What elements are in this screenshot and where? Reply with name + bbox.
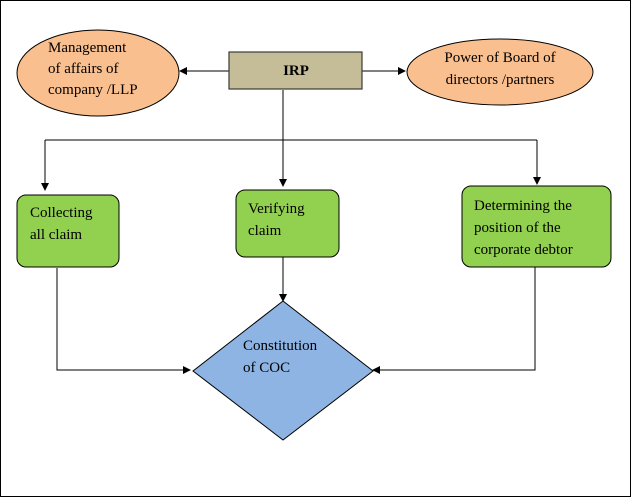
determining-label-line-3: corporate debtor xyxy=(474,242,573,258)
coc-node: Constitution of COC xyxy=(192,300,374,441)
collecting-node: Collecting all claim xyxy=(16,194,120,268)
management-label-line-2: of affairs of xyxy=(48,61,119,77)
connectors xyxy=(41,67,541,374)
power-label-line-1: Power of Board of xyxy=(444,50,555,66)
irp-node: IRP xyxy=(228,51,363,90)
management-label-line-1: Management xyxy=(48,40,127,56)
determining-label-line-2: position of the xyxy=(474,220,561,236)
connector-determining-to-coc xyxy=(372,267,536,374)
coc-label-line-2: of COC xyxy=(243,360,290,376)
management-node: Management of affairs of company /LLP xyxy=(16,29,180,117)
irp-label: IRP xyxy=(283,63,309,79)
power-label-line-2: directors /partners xyxy=(446,72,555,88)
coc-label-line-1: Constitution xyxy=(243,338,318,354)
power-node: Power of Board of directors /partners xyxy=(406,38,594,106)
management-label-line-3: company /LLP xyxy=(48,82,138,98)
connector-collecting-to-coc xyxy=(56,268,191,374)
verifying-node: Verifying claim xyxy=(235,189,340,258)
determining-label-line-1: Determining the xyxy=(474,198,572,214)
collecting-label-line-2: all claim xyxy=(30,227,82,243)
verifying-label-line-2: claim xyxy=(248,223,282,239)
verifying-label-line-1: Verifying xyxy=(248,201,305,217)
collecting-label-line-1: Collecting xyxy=(30,205,93,221)
determining-node: Determining the position of the corporat… xyxy=(461,185,612,268)
